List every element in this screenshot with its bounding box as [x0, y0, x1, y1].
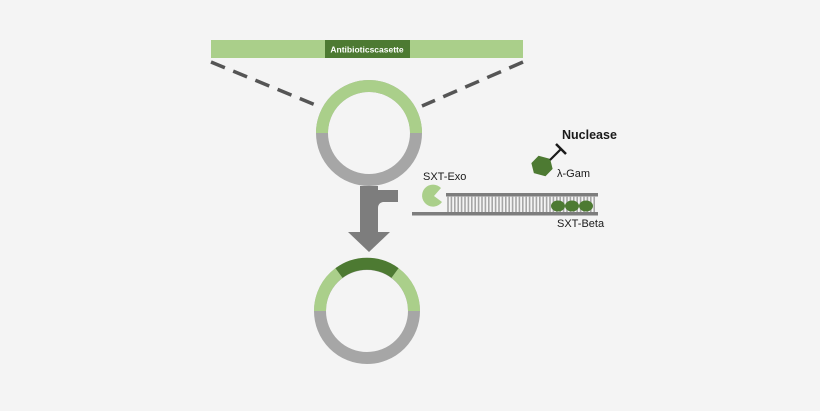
- inhibition-stem: [549, 148, 562, 161]
- linear-dna-bar: Antibioticscasette: [211, 40, 523, 58]
- process-arrow: [348, 186, 398, 252]
- sxt-beta-bead: [579, 200, 593, 212]
- nuclease-label: Nuclease: [562, 128, 617, 142]
- sxt-beta-label: SXT-Beta: [557, 218, 605, 230]
- zoom-lines: [210, 60, 524, 108]
- plasmid-after-flank-right: [391, 268, 421, 312]
- zoom-line-right: [421, 60, 524, 108]
- zoom-line-left: [210, 60, 319, 108]
- inhibition-symbol: [549, 143, 567, 161]
- plasmid-after-cassette: [335, 257, 399, 278]
- lambda-gam-hexagon: [531, 155, 553, 177]
- sxt-exo-protein: SXT-Exo: [422, 171, 466, 207]
- antibiotic-cassette-label: Antibioticscasette: [330, 45, 403, 55]
- sxt-exo-shape: [422, 184, 442, 207]
- lambda-gam-label: λ-Gam: [557, 168, 590, 180]
- sxt-beta-bead: [565, 200, 579, 212]
- plasmid-before: [316, 80, 422, 186]
- lambda-gam-protein: λ-Gam: [531, 155, 590, 180]
- dna-bottom-strand: [412, 212, 598, 216]
- sxt-beta-bead: [551, 200, 565, 212]
- sxt-exo-label: SXT-Exo: [423, 171, 466, 183]
- arrow-shaft: [360, 186, 378, 238]
- dna-top-strand: [446, 193, 598, 197]
- plasmid-before-insert-site: [316, 80, 422, 134]
- plasmid-after: [313, 257, 421, 364]
- arrow-head: [348, 232, 390, 252]
- plasmid-after-flank-left: [313, 268, 343, 312]
- inhibition-bar: [555, 143, 567, 155]
- sxt-beta-protein: SXT-Beta: [551, 200, 605, 230]
- antibiotic-cassette-segment: [325, 40, 410, 58]
